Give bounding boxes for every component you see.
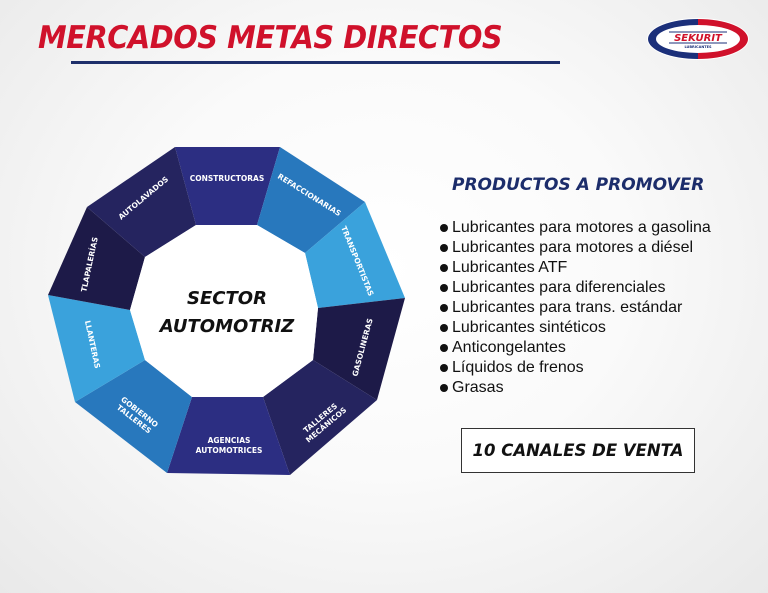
center-label: SECTOR AUTOMOTRIZ xyxy=(140,285,314,341)
product-item: Lubricantes ATF xyxy=(440,258,711,278)
bullet-icon xyxy=(440,344,448,352)
product-item: Lubricantes para motores a diésel xyxy=(440,238,711,258)
bullet-icon xyxy=(440,244,448,252)
segment-autolavados xyxy=(87,147,196,257)
product-item: Lubricantes para trans. estándar xyxy=(440,298,711,318)
sekurit-logo: SEKURIT LUBRICANTES xyxy=(647,18,749,60)
channels-label: 10 CANALES DE VENTA xyxy=(472,441,684,460)
svg-text:AUTOMOTRICES: AUTOMOTRICES xyxy=(196,446,263,455)
svg-text:LUBRICANTES: LUBRICANTES xyxy=(684,45,712,49)
product-item: Lubricantes para diferenciales xyxy=(440,278,711,298)
product-item: Anticongelantes xyxy=(440,338,711,358)
page-title: MERCADOS METAS DIRECTOS xyxy=(38,20,503,56)
bullet-icon xyxy=(440,324,448,332)
svg-text:AGENCIAS: AGENCIAS xyxy=(208,436,251,445)
product-item: Líquidos de frenos xyxy=(440,358,711,378)
segment-label-constructoras: CONSTRUCTORAS xyxy=(190,174,265,183)
product-item: Lubricantes sintéticos xyxy=(440,318,711,338)
bullet-icon xyxy=(440,384,448,392)
segment-refaccionarias xyxy=(257,147,365,253)
products-list: Lubricantes para motores a gasolina Lubr… xyxy=(440,218,711,398)
segment-tlapalerias xyxy=(48,207,145,310)
center-label-line1: SECTOR xyxy=(187,288,267,309)
segment-gasolineras xyxy=(313,298,405,400)
product-item: Grasas xyxy=(440,378,711,398)
segment-gobierno-talleres xyxy=(75,360,192,473)
bullet-icon xyxy=(440,364,448,372)
bullet-icon xyxy=(440,284,448,292)
svg-text:SEKURIT: SEKURIT xyxy=(674,33,723,44)
center-area xyxy=(130,225,318,397)
segment-constructoras xyxy=(175,147,280,225)
products-title: PRODUCTOS A PROMOVER xyxy=(452,175,705,195)
segment-llanteras xyxy=(48,295,145,402)
product-item: Lubricantes para motores a gasolina xyxy=(440,218,711,238)
segment-transportistas xyxy=(305,202,405,308)
segment-talleres-mecanicos xyxy=(263,360,377,475)
segment-agencias-automotrices xyxy=(167,397,290,475)
title-underline xyxy=(71,61,560,64)
bullet-icon xyxy=(440,304,448,312)
bullet-icon xyxy=(440,224,448,232)
bullet-icon xyxy=(440,264,448,272)
segment-label-agencias-automotrices: AGENCIAS AUTOMOTRICES xyxy=(196,436,263,455)
center-label-line2: AUTOMOTRIZ xyxy=(159,316,295,337)
channels-box: 10 CANALES DE VENTA xyxy=(461,428,695,473)
